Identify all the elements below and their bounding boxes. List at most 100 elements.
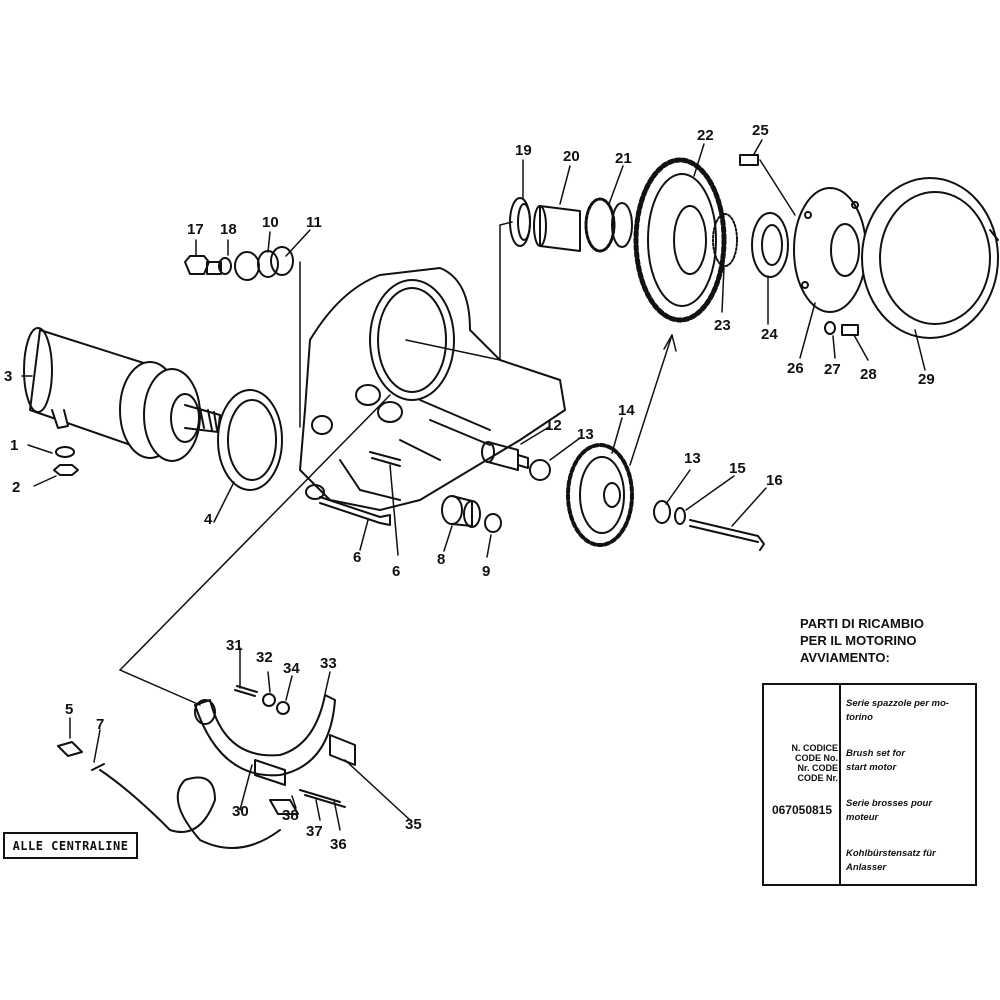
- callout-17: 17: [187, 221, 204, 238]
- callout-4: 4: [204, 511, 213, 528]
- callout-27: 27: [824, 361, 841, 378]
- callout-6a: 6: [353, 549, 362, 566]
- description-french: Serie brosses pour moteur: [846, 797, 976, 825]
- callout-13b: 13: [684, 450, 701, 467]
- callout-11: 11: [306, 214, 322, 231]
- callout-30: 30: [232, 803, 249, 820]
- code-header: CODE Nr.: [797, 773, 838, 783]
- callout-34: 34: [283, 660, 300, 677]
- bolt-washer-stack: [184, 246, 294, 281]
- callout-32: 32: [256, 649, 273, 666]
- description-english: Brush set for start motor: [846, 747, 976, 775]
- callout-1-motor: 3: [4, 368, 13, 385]
- bolt: [319, 496, 391, 526]
- washer: [55, 446, 75, 458]
- desc-line: Brush set for: [846, 748, 906, 759]
- wire-harness: [99, 769, 281, 849]
- sleeve: [509, 197, 531, 247]
- callout-25: 25: [752, 122, 769, 139]
- code-headers: N. CODICE CODE No. Nr. CODE CODE Nr.: [766, 743, 838, 783]
- intermediate-gear: [566, 443, 634, 547]
- table-divider: [839, 685, 841, 884]
- desc-line: torino: [846, 712, 873, 723]
- screw: [299, 789, 346, 808]
- code-header: Nr. CODE: [797, 763, 838, 773]
- washer: [529, 459, 551, 481]
- brush-holder: [194, 694, 356, 786]
- washer: [262, 693, 276, 707]
- pin: [841, 324, 859, 336]
- code-header: N. CODICE: [791, 743, 838, 753]
- screw: [739, 154, 759, 166]
- washer: [653, 500, 671, 524]
- nut: [53, 464, 79, 476]
- part-number: 067050815: [771, 803, 833, 817]
- callout-24: 24: [761, 326, 778, 343]
- callout-13a: 13: [577, 426, 594, 443]
- brush: [269, 799, 299, 815]
- callout-16: 16: [766, 472, 783, 489]
- leader-lines: [21, 139, 926, 831]
- desc-line: moteur: [846, 812, 879, 823]
- freewheel-clutch: [584, 197, 633, 253]
- callout-38: 38: [282, 807, 299, 824]
- flywheel-cup: [861, 177, 999, 339]
- connector: [57, 741, 83, 757]
- desc-line: start motor: [846, 762, 897, 773]
- hub: [533, 205, 581, 252]
- callout-1: 1: [10, 437, 19, 454]
- pinion-gear: [441, 495, 481, 528]
- callout-10: 10: [262, 214, 279, 231]
- code-header: CODE No.: [794, 753, 838, 763]
- callout-7: 7: [96, 716, 105, 733]
- title-line-1: PARTI DI RICAMBIO: [800, 616, 924, 631]
- callout-15: 15: [729, 460, 746, 477]
- description-italian: Serie spazzole per mo- torino: [846, 697, 976, 725]
- desc-line: Serie spazzole per mo-: [846, 698, 949, 709]
- parts-table: N. CODICE CODE No. Nr. CODE CODE Nr. 067…: [762, 683, 977, 886]
- alle-centraline-box: ALLE CENTRALINE: [3, 832, 138, 859]
- washer: [824, 321, 836, 335]
- callout-29: 29: [918, 371, 935, 388]
- circlip: [674, 507, 686, 525]
- ring-gear: [633, 157, 727, 323]
- brush-spring: [234, 685, 258, 697]
- callout-33: 33: [320, 655, 337, 672]
- gasket-ring: [217, 389, 283, 491]
- desc-line: Anlasser: [846, 862, 887, 873]
- nut: [276, 701, 290, 715]
- callout-18: 18: [220, 221, 237, 238]
- callout-14: 14: [618, 402, 635, 419]
- callout-37: 37: [306, 823, 323, 840]
- callout-5: 5: [65, 701, 74, 718]
- callout-6b: 6: [392, 563, 401, 580]
- callout-20: 20: [563, 148, 580, 165]
- long-bolt: [689, 519, 765, 551]
- bearing-flange: [793, 187, 867, 313]
- terminal: [91, 763, 105, 771]
- callout-12: 12: [545, 417, 562, 434]
- callout-2: 2: [12, 479, 21, 496]
- callout-21: 21: [615, 150, 632, 167]
- callout-35: 35: [405, 816, 422, 833]
- shaft: [481, 441, 529, 471]
- callout-28: 28: [860, 366, 877, 383]
- callout-23: 23: [714, 317, 731, 334]
- ball-bearing: [751, 212, 789, 278]
- bolt: [369, 451, 401, 467]
- callout-26: 26: [787, 360, 804, 377]
- title-line-3: AVVIAMENTO:: [800, 650, 890, 665]
- description-german: Kohlbürstensatz für Anlasser: [846, 847, 976, 875]
- callout-31: 31: [226, 637, 243, 654]
- callout-22: 22: [697, 127, 714, 144]
- callout-9: 9: [482, 563, 491, 580]
- desc-line: Kohlbürstensatz für: [846, 848, 936, 859]
- alle-centraline-label: ALLE CENTRALINE: [12, 838, 129, 853]
- callout-19: 19: [515, 142, 532, 159]
- needle-bearing: [712, 213, 738, 267]
- title-line-2: PER IL MOTORINO: [800, 633, 917, 648]
- spare-parts-title: PARTI DI RICAMBIO PER IL MOTORINO AVVIAM…: [800, 615, 924, 666]
- desc-line: Serie brosses pour: [846, 798, 933, 809]
- starter-housing: [299, 267, 566, 511]
